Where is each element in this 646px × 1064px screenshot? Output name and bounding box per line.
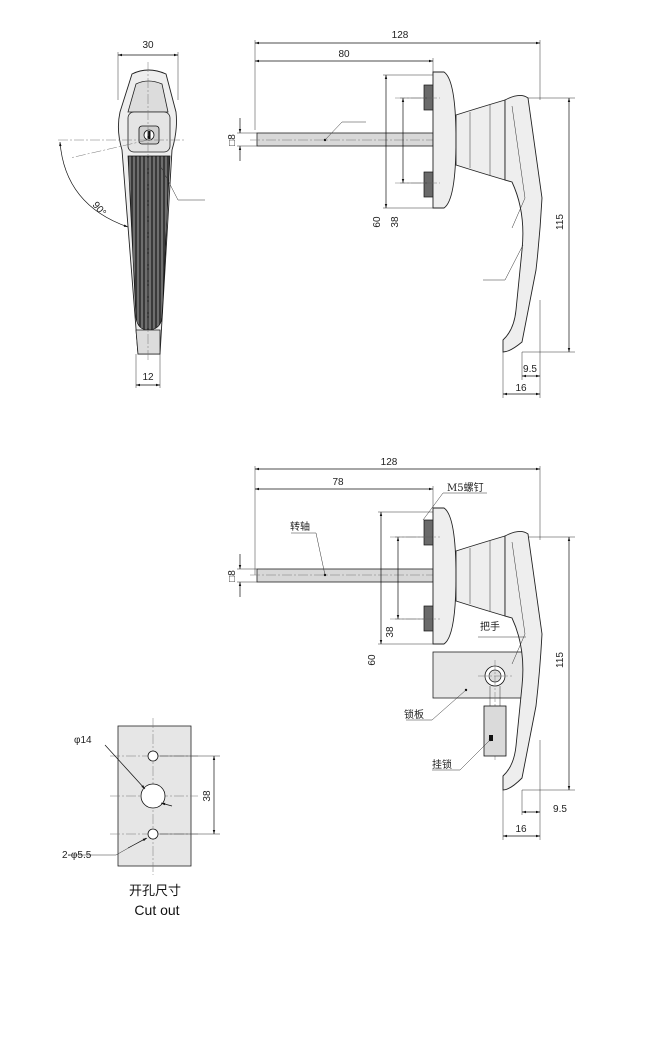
mount-screw-lower bbox=[423, 171, 435, 198]
handle-height-dim-2: 115 bbox=[555, 652, 566, 668]
rotation-angle-label: 90° bbox=[90, 200, 108, 219]
total-length-dim-2: 128 bbox=[381, 457, 398, 468]
side-handle-lever-2 bbox=[502, 531, 543, 791]
front-width-dim: 30 bbox=[142, 40, 154, 51]
lock-plate bbox=[432, 651, 526, 699]
square-shaft-dim: □8 bbox=[227, 134, 238, 146]
cutout-spacing-dim: 38 bbox=[202, 790, 213, 802]
side-handle-lever bbox=[502, 95, 543, 353]
hole-main bbox=[140, 783, 166, 809]
handle-height-dim: 115 bbox=[555, 214, 566, 230]
total-length-dim: 128 bbox=[392, 30, 409, 41]
mount-base bbox=[432, 71, 457, 209]
screw-spacing-38-dim-2: 38 bbox=[385, 626, 396, 638]
cutout-drawing: φ14 38 2-φ5.5 开孔尺寸 Cut out bbox=[62, 718, 220, 918]
hole-lower bbox=[147, 828, 159, 840]
cutout-caption-en: Cut out bbox=[134, 902, 179, 918]
plate-height-60-dim: 60 bbox=[372, 216, 383, 228]
small-holes-dia-dim: 2-φ5.5 bbox=[62, 850, 92, 861]
front-bottom-width-dim: 12 bbox=[142, 372, 154, 383]
mount-screw-upper-2 bbox=[423, 519, 435, 546]
label-handle: 把手 bbox=[480, 620, 500, 633]
plate-height-60-dim-2: 60 bbox=[367, 654, 378, 666]
cutout-caption-cn: 开孔尺寸 bbox=[129, 884, 181, 899]
label-lock-plate: 锁板 bbox=[404, 708, 424, 721]
shaft-length-dim: 80 bbox=[338, 49, 350, 60]
handle-depth-dim: 16 bbox=[515, 383, 527, 394]
shaft-length-dim-2: 78 bbox=[332, 477, 344, 488]
hole-upper bbox=[147, 750, 159, 762]
spindle-shaft-2 bbox=[256, 568, 434, 583]
padlock bbox=[483, 705, 507, 757]
spindle-shaft bbox=[256, 132, 434, 147]
side-view-top: 128 80 □8 60 38 bbox=[227, 30, 575, 398]
label-m5-screw: M5螺钉 bbox=[447, 482, 484, 494]
tip-offset-dim-2: 9.5 bbox=[553, 804, 567, 815]
square-shaft-dim-2: □8 bbox=[227, 570, 238, 582]
handle-depth-dim-2: 16 bbox=[515, 824, 527, 835]
mount-screw-lower-2 bbox=[423, 605, 435, 632]
main-hole-dia-dim: φ14 bbox=[74, 735, 92, 746]
mount-base-2 bbox=[432, 507, 457, 645]
label-shaft: 转轴 bbox=[290, 520, 310, 533]
side-view-bottom: 128 78 M5螺钉 转轴 □8 bbox=[227, 457, 575, 840]
label-padlock: 挂锁 bbox=[432, 758, 452, 771]
tip-offset-dim: 9.5 bbox=[523, 364, 537, 375]
screw-spacing-38-dim: 38 bbox=[390, 216, 401, 228]
front-view: 30 90° 12 bbox=[58, 40, 205, 388]
mount-screw-upper bbox=[423, 84, 435, 111]
